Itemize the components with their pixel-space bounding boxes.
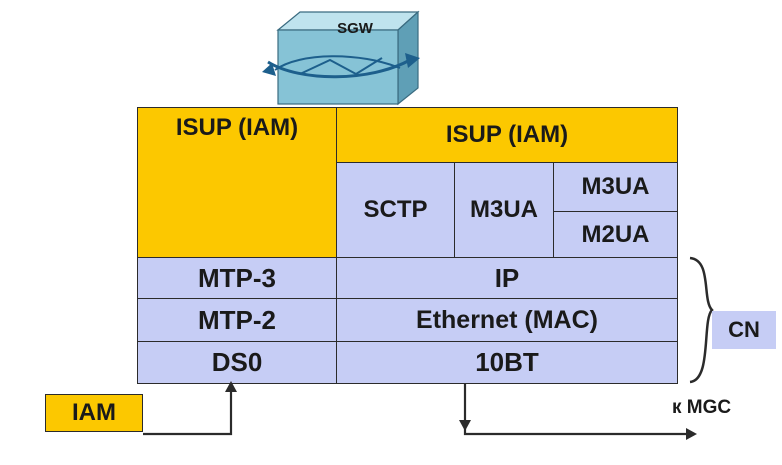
m3ua-top-cell: M3UA bbox=[553, 162, 678, 212]
mgc-arrow-line bbox=[463, 384, 688, 436]
cn-label: CN bbox=[712, 311, 776, 349]
sgw-label: SGW bbox=[337, 20, 373, 37]
iam-box: IAM bbox=[45, 394, 143, 432]
cn-brace bbox=[689, 256, 714, 384]
mgc-arrowhead-down bbox=[459, 420, 471, 431]
ds0-label: DS0 bbox=[211, 347, 263, 377]
mtp3-label: MTP-3 bbox=[198, 262, 276, 293]
ip-label: IP bbox=[494, 262, 520, 293]
mtp2-label: MTP-2 bbox=[198, 304, 276, 335]
sctp-cell: SCTP bbox=[336, 162, 455, 258]
right-isup-cell: ISUP (IAM) bbox=[336, 107, 678, 163]
m2ua-label: M2UA bbox=[581, 220, 650, 248]
right-isup-label: ISUP (IAM) bbox=[445, 121, 569, 148]
mtp2-cell: MTP-2 bbox=[137, 298, 337, 342]
mgc-label: к MGC bbox=[672, 397, 732, 418]
left-isup-label: ISUP (IAM) bbox=[175, 114, 299, 141]
ethernet-cell: Ethernet (MAC) bbox=[336, 298, 678, 342]
mgc-arrowhead-right bbox=[686, 428, 697, 440]
iam-arrowhead bbox=[225, 381, 237, 392]
ethernet-label: Ethernet (MAC) bbox=[416, 305, 598, 334]
sctp-label: SCTP bbox=[363, 196, 428, 223]
ip-cell: IP bbox=[336, 257, 678, 299]
tenbt-label: 10BT bbox=[475, 347, 539, 377]
m3ua-left-label: M3UA bbox=[469, 196, 538, 223]
m2ua-cell: M2UA bbox=[553, 211, 678, 258]
m3ua-top-label: M3UA bbox=[581, 173, 650, 200]
iam-arrow-line bbox=[143, 390, 233, 436]
ds0-cell: DS0 bbox=[137, 341, 337, 384]
mtp3-cell: MTP-3 bbox=[137, 257, 337, 299]
tenbt-cell: 10BT bbox=[336, 341, 678, 384]
left-isup-cell: ISUP (IAM) bbox=[137, 107, 337, 258]
